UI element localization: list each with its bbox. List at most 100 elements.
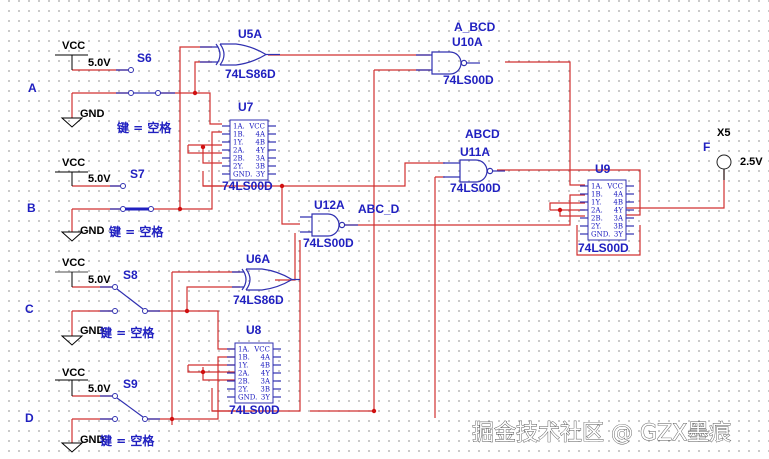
gnd-label-a: GND (80, 108, 105, 120)
pin-label: 4Y (614, 207, 623, 215)
wire-b (72, 131, 222, 210)
labels: VCC 5.0V S6 A GND 键 = 空格 VCC 5.0V S7 B G… (25, 20, 763, 448)
voltage-label-c: 5.0V (88, 274, 111, 286)
pin-label: GND. (238, 394, 257, 402)
pin-label: 3B (613, 223, 623, 231)
gate-part-u10a: 74LS00D (443, 73, 494, 87)
pin-label: 1Y. (238, 362, 248, 370)
vcc-label-c: VCC (62, 257, 85, 269)
gate-part-u6a: 74LS86D (233, 293, 284, 307)
pin-label: 3Y (256, 171, 265, 179)
gate-ref-u11a: U11A (460, 145, 490, 159)
wire-output-f (610, 170, 725, 209)
gate-part-u12a: 74LS00D (303, 236, 354, 250)
gnd-label-d: GND (80, 434, 105, 446)
pin-label: 1Y. (233, 139, 243, 147)
switch-label-s9: S9 (123, 377, 138, 391)
pin-label: VCC (606, 183, 623, 191)
switch-s6[interactable] (116, 67, 175, 96)
vcc-label-d: VCC (62, 367, 85, 379)
key-label-c: 键 = 空格 (99, 325, 155, 340)
pin-label: 1A. (591, 183, 603, 191)
gate-ref-u6a: U6A (246, 252, 270, 266)
nand-gate-u12a[interactable] (300, 213, 358, 237)
pin-label: 1B. (591, 191, 603, 199)
switch-label-s6: S6 (137, 51, 152, 65)
pin-label: VCC (248, 123, 265, 131)
pin-label: 4Y (261, 370, 270, 378)
xor-gate-u5a[interactable] (200, 43, 280, 66)
switch-label-s7: S7 (130, 167, 145, 181)
gate-ref-u5a: U5A (238, 27, 262, 41)
net-label-a-bcd: A_BCD (454, 20, 496, 34)
key-label-a: 键 = 空格 (116, 120, 172, 135)
switch-s8[interactable] (100, 284, 160, 314)
switch-s7[interactable] (110, 183, 154, 212)
input-label-a: A (28, 81, 37, 95)
probe-x5[interactable] (716, 154, 732, 180)
pin-label: 1Y. (591, 199, 601, 207)
gate-part-u5a: 74LS86D (225, 67, 276, 81)
wire-b-u5a (179, 46, 212, 209)
gate-ref-u12a: U12A (314, 198, 345, 212)
gate-part-u11a: 74LS00D (450, 181, 501, 195)
pin-label: 3B (255, 163, 265, 171)
pin-label: 2Y. (591, 223, 601, 231)
chip-body (229, 119, 269, 181)
pin-label: 3Y (614, 231, 623, 239)
wire-u7-u12a (281, 186, 300, 225)
chip-ref-u9: U9 (595, 162, 611, 176)
key-label-b: 键 = 空格 (108, 224, 164, 239)
pin-label: 2A. (591, 207, 603, 215)
pin-label: 3A (613, 215, 623, 223)
pin-label: GND. (591, 231, 610, 239)
switch-s9[interactable] (100, 393, 160, 422)
voltage-label-b: 5.0V (88, 173, 111, 185)
junctions (169, 90, 563, 422)
pin-label: 2A. (238, 370, 250, 378)
pin-label: 4Y (256, 147, 265, 155)
pin-label: 1B. (238, 354, 250, 362)
pin-label: 4B (255, 139, 265, 147)
gnd-label-c: GND (80, 325, 105, 337)
nand-gate-u10a[interactable] (416, 51, 480, 75)
xor-gate-u6a[interactable] (232, 268, 300, 291)
chip-part-u9: 74LS00D (578, 241, 629, 255)
pin-label: 1B. (233, 131, 245, 139)
pin-label: 2A. (233, 147, 245, 155)
wire-c-u6a (186, 286, 240, 311)
pin-label: 4B (613, 199, 623, 207)
wire-u8-loop (187, 364, 235, 373)
wire-u11a-in2 (434, 176, 445, 418)
nand-gate-u11a[interactable] (443, 159, 505, 183)
chip-ref-u8: U8 (246, 323, 262, 337)
wire-u8-out (212, 240, 301, 412)
power-symbols (55, 54, 88, 453)
vcc-label-a: VCC (62, 40, 85, 52)
pin-label: 4A (613, 191, 623, 199)
wire-d-u6a (171, 271, 240, 425)
pin-label: 1A. (233, 123, 245, 131)
wire-u9-loop (549, 202, 585, 211)
chip-part-u8: 74LS00D (229, 403, 280, 417)
wire-u9-box (576, 225, 641, 256)
voltage-label-a: 5.0V (88, 57, 111, 69)
input-label-d: D (25, 411, 34, 425)
pin-label: 2Y. (238, 386, 248, 394)
pin-label: 2B. (233, 155, 245, 163)
pin-label: 4A (255, 131, 265, 139)
pin-label: GND. (233, 171, 252, 179)
pin-label: 2Y. (233, 163, 243, 171)
gnd-label-b: GND (80, 225, 105, 237)
switches[interactable] (100, 67, 175, 422)
chip-body (234, 342, 274, 404)
pin-label: 3A (255, 155, 265, 163)
pin-label: 3A (260, 378, 270, 386)
probe-ref: X5 (717, 127, 730, 139)
pin-label: 4A (260, 354, 270, 362)
